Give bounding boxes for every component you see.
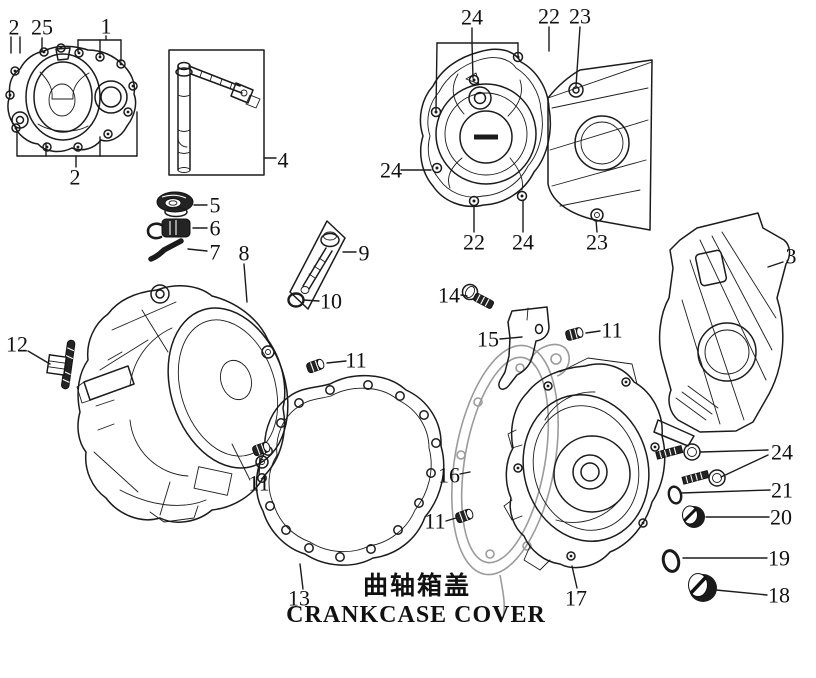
callout-label-24-top: 24	[461, 5, 483, 30]
callout-label-23-bottom: 23	[586, 230, 608, 255]
callout-label-9: 9	[359, 241, 370, 266]
callout-label-10: 10	[320, 289, 342, 314]
callout-label-11-b: 11	[345, 348, 366, 373]
callout-label-8: 8	[239, 241, 250, 266]
leader-line-24-bottom-right	[720, 454, 769, 478]
leader-line-3	[767, 261, 784, 268]
callout-label-11-c: 11	[424, 509, 445, 534]
callout-label-22-top: 22	[538, 4, 560, 29]
callout-label-4: 4	[278, 148, 289, 173]
leader-line-10	[302, 299, 320, 302]
part-kick-spindle-illustration	[168, 49, 265, 176]
part-o-ring-10-illustration	[287, 292, 305, 308]
part-side-plate-illustration	[653, 212, 791, 447]
leader-line-17	[571, 565, 578, 589]
part-left-cover-gasket-illustration	[419, 48, 552, 207]
diagram-title-en: CRANKCASE COVER	[286, 602, 546, 628]
callout-label-22-bottom: 22	[463, 230, 485, 255]
diagram-title-zh: 曲轴箱盖	[362, 573, 472, 600]
callout-label-19: 19	[768, 546, 790, 571]
bolt-holes	[5, 43, 138, 152]
callout-label-13: 13	[288, 586, 310, 611]
leader-line-11-b	[326, 360, 347, 364]
leader-line-15	[499, 336, 523, 340]
leader-line-23-bottom	[595, 219, 598, 233]
part-cover-gasket-illustration	[255, 374, 445, 566]
leader-line-11-d	[585, 330, 601, 334]
part-clip-pin-illustration	[148, 238, 184, 262]
callout-label-11-a: 11	[248, 471, 269, 496]
part-screw-illustration	[461, 283, 495, 309]
callout-label-6: 6	[210, 216, 221, 241]
leader-line-24-top	[435, 42, 438, 111]
callout-label-18: 18	[768, 583, 790, 608]
callout-label-23-top: 23	[569, 4, 591, 29]
part-dowel-pin-illustration	[252, 327, 584, 524]
callout-label-14: 14	[438, 283, 460, 308]
callout-label-16: 16	[438, 463, 460, 488]
leader-line-13	[299, 563, 304, 590]
leader-line-18	[715, 589, 768, 596]
leader-line-24-bottom-right	[700, 449, 769, 453]
leader-line-11-c	[445, 517, 457, 522]
leader-line-23-top	[575, 26, 581, 87]
part-o-ring-19-illustration	[661, 549, 681, 573]
callout-label-24-bottom: 24	[512, 230, 534, 255]
callout-label-20: 20	[770, 505, 792, 530]
part-tensioner-spring-illustration	[146, 218, 191, 240]
part-crankcase-half-illustration	[547, 59, 653, 231]
leader-line-21	[680, 489, 771, 494]
callout-label-3: 3	[786, 244, 797, 269]
part-magneto-cover-illustration	[503, 357, 666, 571]
part-crankcase-cover-illustration	[76, 284, 289, 523]
leader-line-12	[27, 350, 51, 365]
callout-label-11-d: 11	[601, 318, 622, 343]
callout-label-15: 15	[477, 327, 499, 352]
callout-label-2-top-left: 2	[9, 15, 20, 40]
callout-label-5: 5	[210, 193, 221, 218]
leader-line-11-a	[258, 457, 261, 475]
callout-label-1: 1	[101, 14, 112, 39]
callout-label-12: 12	[6, 332, 28, 357]
callout-label-7: 7	[210, 240, 221, 265]
part-dipstick-illustration	[289, 220, 346, 310]
callout-label-24-bottom-right: 24	[771, 440, 793, 465]
part-oil-cap-20-illustration	[682, 505, 705, 528]
leader-line-8	[243, 263, 248, 303]
leader-line-16	[459, 471, 471, 475]
callout-label-21: 21	[771, 478, 793, 503]
callout-label-25: 25	[31, 15, 53, 40]
callout-label-17: 17	[565, 586, 587, 611]
leader-line-24-top	[471, 42, 474, 79]
part-o-ring-21-illustration	[667, 485, 683, 505]
part-right-cover-illustration	[5, 43, 138, 153]
part-bracket-illustration	[498, 306, 550, 390]
part-flange-bolts-illustration	[655, 443, 726, 487]
callout-label-24-left: 24	[380, 158, 402, 183]
bolt-holes	[513, 377, 660, 561]
leader-line-14	[460, 294, 468, 297]
leader-line-7	[187, 248, 208, 252]
part-lock-nut-illustration	[156, 191, 194, 218]
callout-label-2-bottom: 2	[70, 165, 81, 190]
gasket-bolt-holes	[257, 380, 441, 562]
part-oil-cap-18-illustration	[688, 573, 717, 602]
part-stud-bolt-illustration	[46, 339, 76, 390]
